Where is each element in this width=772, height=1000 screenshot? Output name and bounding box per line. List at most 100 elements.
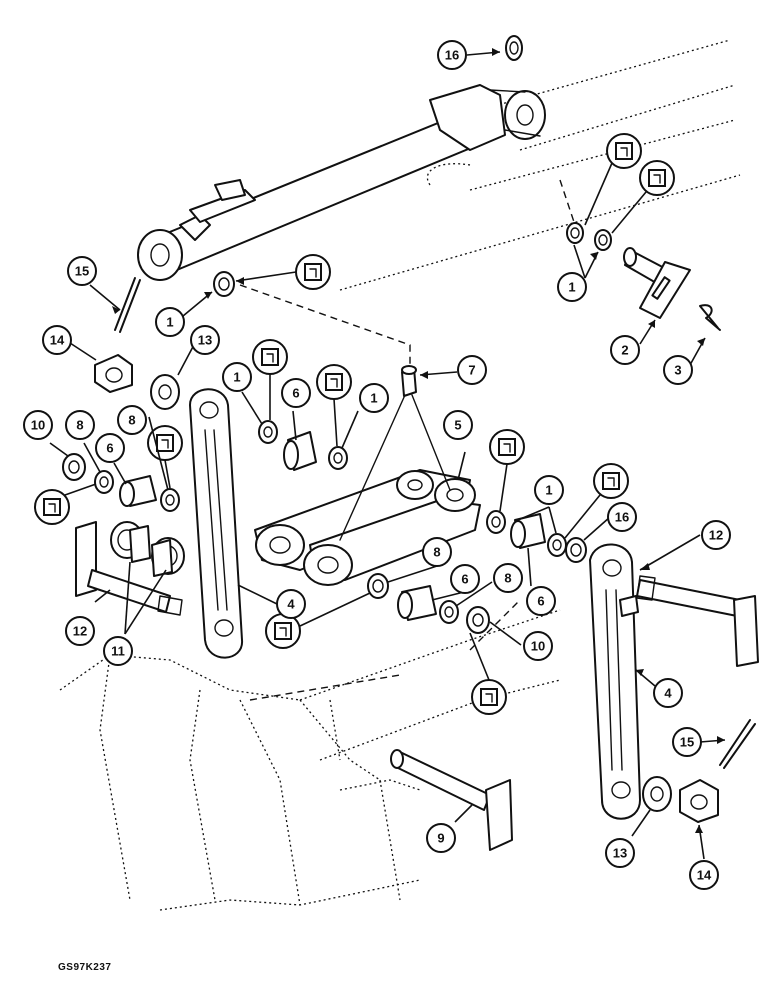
callout-circle [276, 589, 306, 619]
callout-number: 2 [621, 343, 628, 358]
callout-c8-center: 8 [422, 537, 452, 567]
callout-circle [610, 335, 640, 365]
bushings-and-washers [62, 277, 759, 851]
callout-circle [67, 256, 97, 286]
lift-arm-left [189, 388, 244, 659]
replace-part-icon [593, 463, 629, 499]
callout-number: 1 [166, 315, 173, 330]
callout-number: 8 [433, 545, 440, 560]
callout-circle [65, 410, 95, 440]
callout-number: 14 [50, 333, 65, 348]
callout-c8-left-a: 8 [65, 410, 95, 440]
callout-circle [443, 410, 473, 440]
callout-number: 16 [445, 48, 459, 63]
callout-c10-left: 10 [23, 410, 53, 440]
callout-circle [359, 383, 389, 413]
callout-circle [523, 631, 553, 661]
callout-circle [42, 325, 72, 355]
callout-c5: 5 [443, 410, 473, 440]
callout-circle [450, 564, 480, 594]
callout-c13-right: 13 [605, 838, 635, 868]
retaining-clip [699, 304, 721, 331]
replace-part-icon [639, 160, 675, 196]
callout-circle [426, 823, 456, 853]
callout-circle [117, 405, 147, 435]
callout-number: 10 [31, 418, 45, 433]
callout-number: 13 [613, 846, 627, 861]
callout-c7: 7 [457, 355, 487, 385]
callout-c1-mid-a: 1 [222, 362, 252, 392]
callout-circle [437, 40, 467, 70]
callout-circle [23, 410, 53, 440]
callout-number: 6 [461, 572, 468, 587]
replace-part-icon [316, 364, 352, 400]
callout-circle [607, 502, 637, 532]
callout-circle [222, 362, 252, 392]
callout-number: 14 [697, 868, 712, 883]
replace-part-icon [606, 133, 642, 169]
callout-circle [103, 636, 133, 666]
callout-circle [534, 475, 564, 505]
callout-c14-left: 14 [42, 325, 72, 355]
replace-part-symbols [34, 133, 675, 715]
callout-circle [493, 563, 523, 593]
replace-part-icon [252, 339, 288, 375]
callout-number: 1 [545, 483, 552, 498]
lift-arm-right [589, 543, 641, 820]
callout-c16-right: 16 [607, 502, 637, 532]
callout-number: 13 [198, 333, 212, 348]
callout-c11: 11 [103, 636, 133, 666]
callout-c6-left: 6 [95, 433, 125, 463]
callout-number: 6 [537, 594, 544, 609]
replace-part-icon [489, 429, 525, 465]
callout-number: 1 [370, 391, 377, 406]
replace-part-icon [295, 254, 331, 290]
callout-number: 10 [531, 639, 545, 654]
callout-circle [672, 727, 702, 757]
callout-number: 5 [454, 418, 461, 433]
replace-part-icon [471, 679, 507, 715]
callout-c10-right: 10 [523, 631, 553, 661]
callout-circle [190, 325, 220, 355]
callout-number: 15 [75, 264, 89, 279]
callout-c1-mid-b: 1 [359, 383, 389, 413]
callout-c1-right: 1 [534, 475, 564, 505]
callout-circle [689, 860, 719, 890]
callout-c15-right: 15 [672, 727, 702, 757]
callout-circle [281, 378, 311, 408]
callout-c12-left: 12 [65, 616, 95, 646]
arrowheads [112, 48, 725, 833]
callout-c4-left: 4 [276, 589, 306, 619]
callout-circle [95, 433, 125, 463]
callout-circle [557, 272, 587, 302]
callout-circle [457, 355, 487, 385]
callout-circle [653, 678, 683, 708]
callout-number: 1 [568, 280, 575, 295]
assembly-indicator-lines [239, 179, 576, 701]
callout-c6-right: 6 [526, 586, 556, 616]
hydraulic-cylinder [137, 84, 546, 281]
callout-number: 3 [674, 363, 681, 378]
callout-number: 16 [615, 510, 629, 525]
callout-circle [605, 838, 635, 868]
callout-number: 9 [437, 831, 444, 846]
callout-number: 6 [106, 441, 113, 456]
callout-number: 8 [76, 418, 83, 433]
callout-circle [155, 307, 185, 337]
callout-c12-right: 12 [701, 520, 731, 550]
callout-circle [422, 537, 452, 567]
callout-c9: 9 [426, 823, 456, 853]
center-link [254, 469, 481, 586]
callout-number: 6 [292, 386, 299, 401]
figure-reference-code: GS97K237 [58, 962, 112, 973]
callout-c8-left-b: 8 [117, 405, 147, 435]
washers-upper-right [213, 35, 612, 297]
callout-c6-mid: 6 [281, 378, 311, 408]
callout-circle [701, 520, 731, 550]
callout-number: 4 [664, 686, 672, 701]
callout-c8-center-b: 8 [493, 563, 523, 593]
replace-part-icon [265, 613, 301, 649]
callout-c16-top: 16 [437, 40, 467, 70]
